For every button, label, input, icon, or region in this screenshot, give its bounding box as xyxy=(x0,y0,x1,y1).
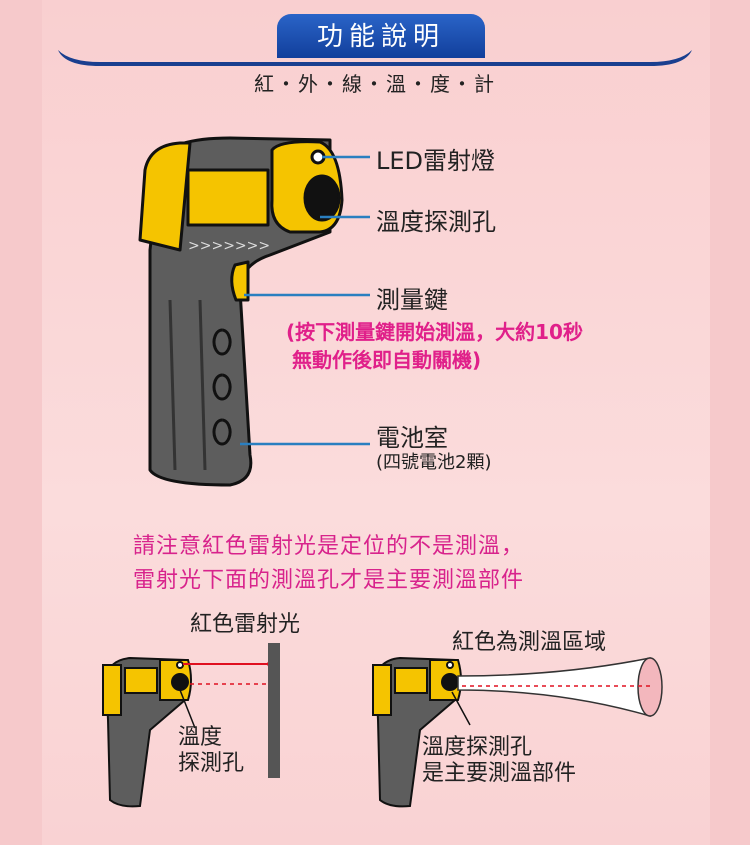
arrow-marks: >>>>>>> xyxy=(188,238,270,254)
label-laser: LED雷射燈 xyxy=(376,147,496,175)
label-probe: 溫度探測孔 xyxy=(376,208,496,236)
product-subtitle: 紅・外・線・溫・度・計 xyxy=(254,72,496,96)
right-probe-label-1: 溫度探測孔 xyxy=(422,735,533,760)
small-gun-left xyxy=(102,656,192,808)
small-gun-right xyxy=(372,656,462,808)
thermometer-gun-illustration xyxy=(138,136,344,487)
measure-area-label: 紅色為測溫區域 xyxy=(452,630,607,655)
right-probe-label-2: 是主要測溫部件 xyxy=(422,761,577,786)
button-note-1: (按下測量鍵開始測溫，大約10秒 xyxy=(286,320,583,344)
battery-note: (四號電池2顆) xyxy=(376,452,492,473)
notice-line-2: 雷射光下面的測溫孔才是主要測溫部件 xyxy=(133,568,525,593)
section-title: 功能說明 xyxy=(277,14,485,58)
button-note-2: 無動作後即自動關機) xyxy=(292,348,482,372)
label-button: 測量鍵 xyxy=(376,286,448,314)
notice-line-1: 請注意紅色雷射光是定位的不是測溫， xyxy=(133,534,525,559)
target-wall xyxy=(268,643,280,778)
measurement-cone xyxy=(457,657,651,717)
header-divider xyxy=(58,50,692,66)
left-probe-label-1: 溫度 xyxy=(178,725,223,750)
callout-lines xyxy=(240,155,370,446)
left-probe-label-2: 探測孔 xyxy=(178,751,245,776)
label-battery: 電池室 xyxy=(376,424,448,452)
laser-light-label: 紅色雷射光 xyxy=(190,612,301,637)
